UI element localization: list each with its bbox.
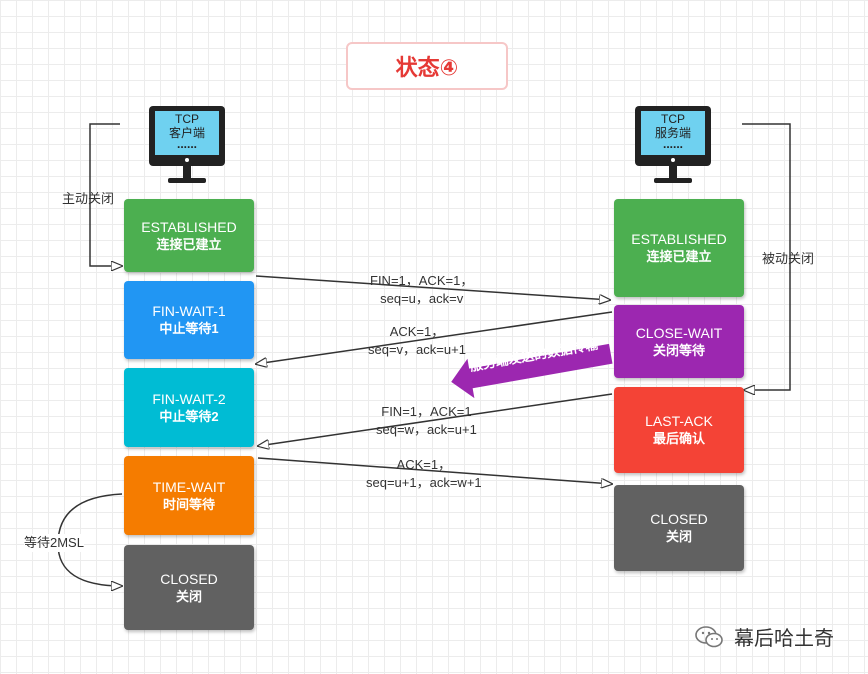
state-en: ESTABLISHED [141, 218, 237, 235]
client-label-line2: 客户端 [168, 126, 205, 140]
wait-2msl-label: 等待2MSL [24, 534, 84, 552]
msg-line2: seq=u+1，ack=w+1 [366, 475, 482, 490]
msg-arrow-ack-1 [256, 311, 613, 364]
msg-line2: seq=u，ack=v [380, 291, 464, 306]
msg-arrow-fin-2 [258, 393, 613, 446]
client-state-fin-wait-2: FIN-WAIT-2 中止等待2 [124, 368, 254, 447]
state-zh: 最后确认 [652, 431, 705, 446]
client-state-closed: CLOSED 关闭 [124, 545, 254, 630]
state-en: TIME-WAIT [152, 478, 226, 495]
state-zh: 关闭 [175, 588, 202, 604]
server-monitor-icon: TCP 服务端 ...... [632, 104, 714, 186]
msg-ack-1-label: ACK=1， seq=v，ack=u+1 [368, 323, 466, 359]
passive-close-bracket [742, 123, 791, 390]
server-label-line2: 服务端 [654, 126, 691, 140]
msg-line2: seq=v，ack=u+1 [368, 342, 466, 357]
watermark: 幕后哈土奇 [694, 622, 834, 651]
client-state-time-wait: TIME-WAIT 时间等待 [124, 456, 254, 535]
active-close-bracket [89, 123, 122, 266]
msg-line2: seq=w，ack=u+1 [376, 422, 477, 437]
msg-line1: ACK=1， [396, 457, 452, 472]
page-title: 状态④ [346, 42, 508, 90]
server-state-established: ESTABLISHED 连接已建立 [614, 199, 744, 297]
server-label-line1: TCP [661, 112, 685, 126]
msg-line1: FIN=1，ACK=1 [381, 404, 472, 419]
wechat-icon [695, 625, 723, 647]
server-state-close-wait: CLOSE-WAIT 关闭等待 [614, 305, 744, 378]
data-transfer-arrow [451, 343, 613, 399]
state-en: CLOSED [160, 570, 218, 587]
msg-line1: FIN=1，ACK=1， [370, 273, 474, 288]
state-zh: 中止等待2 [159, 408, 219, 424]
msg-ack-2-label: ACK=1， seq=u+1，ack=w+1 [366, 456, 482, 492]
state-zh: 连接已建立 [646, 249, 712, 264]
state-zh: 关闭等待 [652, 342, 705, 358]
msg-fin-2-label: FIN=1，ACK=1 seq=w，ack=u+1 [376, 403, 477, 439]
state-zh: 连接已建立 [156, 236, 222, 252]
state-en: CLOSE-WAIT [635, 324, 723, 341]
active-close-label: 主动关闭 [62, 191, 115, 206]
msg-arrow-fin-1 [255, 275, 610, 300]
passive-close-label: 被动关闭 [762, 251, 815, 266]
state-en: CLOSED [650, 511, 708, 527]
state-en: FIN-WAIT-1 [152, 303, 226, 319]
client-state-established: ESTABLISHED 连接已建立 [124, 199, 254, 272]
watermark-text: 幕后哈土奇 [734, 628, 834, 650]
client-label-dots: ...... [176, 137, 197, 151]
state-en: FIN-WAIT-2 [152, 390, 226, 407]
state-zh: 中止等待1 [159, 321, 219, 336]
client-state-fin-wait-1: FIN-WAIT-1 中止等待1 [124, 281, 254, 359]
client-label-line1: TCP [175, 112, 199, 126]
state-zh: 关闭 [665, 529, 692, 544]
server-state-closed: CLOSED 关闭 [614, 485, 744, 571]
client-monitor-icon: TCP 客户端 ...... [146, 104, 228, 186]
msg-fin-1-label: FIN=1，ACK=1， seq=u，ack=v [370, 272, 473, 308]
state-zh: 时间等待 [162, 496, 215, 512]
server-state-last-ack: LAST-ACK 最后确认 [614, 387, 744, 473]
msg-arrow-ack-2 [257, 457, 612, 484]
state-en: ESTABLISHED [631, 231, 727, 247]
state-en: LAST-ACK [645, 413, 713, 429]
msg-line1: ACK=1， [389, 324, 445, 339]
server-label-dots: ...... [662, 137, 683, 151]
